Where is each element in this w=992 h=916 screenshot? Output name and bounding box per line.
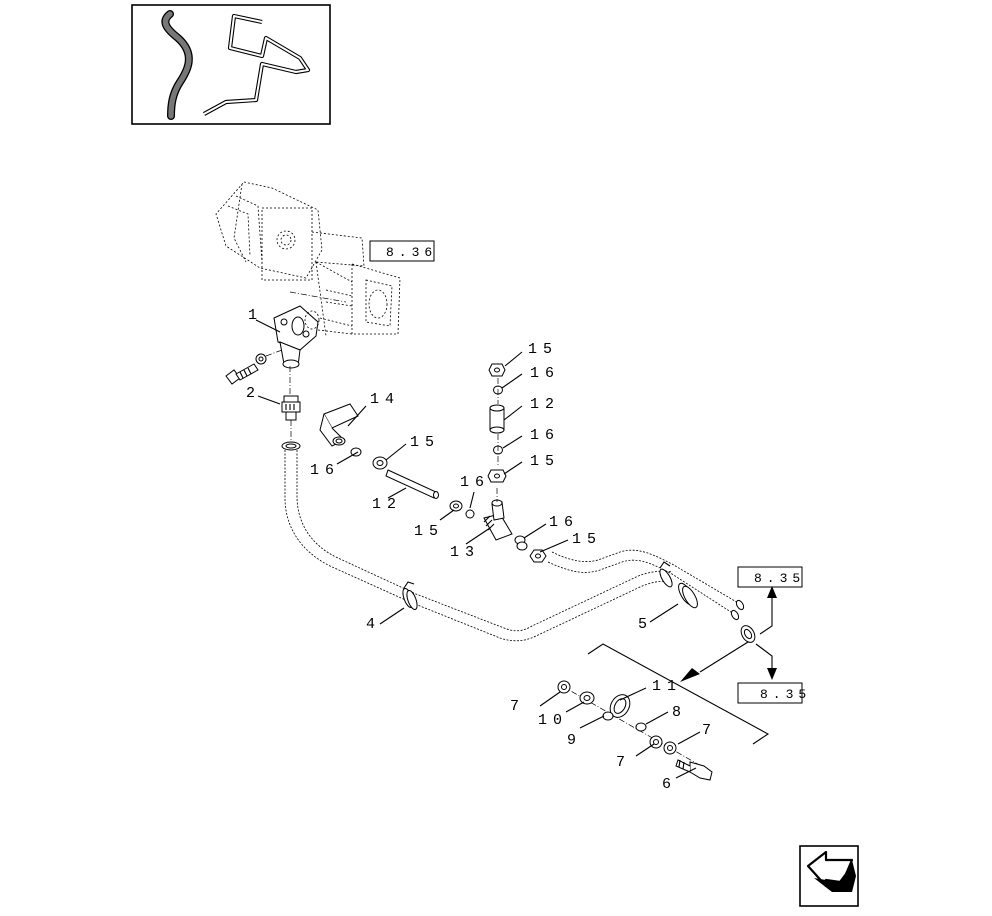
callout-9: 9 [567,732,582,749]
next-page-arrow-icon[interactable] [799,845,859,907]
flange-bolt [225,349,283,385]
callout-6: 6 [662,776,677,793]
detail-bracket [587,641,770,745]
callout-16-top: 16 [530,365,560,382]
thumbnail-inset [131,4,331,125]
callout-15-right: 15 [572,531,602,548]
part-2-adapter [281,395,301,442]
callout-12-upper: 12 [530,396,560,413]
fitting-chain-right [516,541,547,563]
callout-13: 13 [450,544,480,561]
part-4-hose [281,441,673,642]
callout-16-left: 16 [310,462,340,479]
callout-8: 8 [672,704,687,721]
ref-label-valve-upper: 8.35 [754,571,805,586]
callout-16-lower: 16 [460,474,490,491]
callout-10: 10 [538,712,568,729]
clamp-hardware [557,680,713,781]
callout-5: 5 [638,616,653,633]
part-14-elbow [319,403,359,447]
callout-7-c: 7 [616,754,631,771]
pump-assembly [215,181,401,337]
ref-box-pump: 8.36 [369,240,437,262]
callout-16-mid: 16 [530,427,560,444]
callout-2: 2 [246,385,261,402]
fitting-chain-left [350,447,475,519]
ref-box-valve-upper: 8.35 [737,566,805,635]
callout-15-lower: 15 [414,523,444,540]
leader-lines [255,319,701,779]
callout-7-a: 7 [510,698,525,715]
callout-12-lower: 12 [372,496,402,513]
part-13-tee [483,488,526,545]
ref-label-pump: 8.36 [386,245,437,260]
callout-14: 14 [370,391,400,408]
callout-1: 1 [248,307,263,324]
callout-11: 11 [652,678,682,695]
fitting-chain-vertical [487,363,507,483]
callout-15-left: 15 [410,434,440,451]
part-5-hose [547,549,756,643]
callout-4: 4 [366,616,381,633]
ref-label-valve-lower: 8.35 [760,687,811,702]
callout-labels: 1 2 4 5 6 7 7 7 8 9 10 11 12 12 13 14 15… [246,307,717,793]
ref-box-valve-lower: 8.35 [737,643,811,704]
callout-15-top: 15 [528,341,558,358]
part-1-flange-elbow [273,305,320,398]
callout-16-right: 16 [549,514,579,531]
callout-15-mid: 15 [530,453,560,470]
callout-7-b: 7 [702,722,717,739]
